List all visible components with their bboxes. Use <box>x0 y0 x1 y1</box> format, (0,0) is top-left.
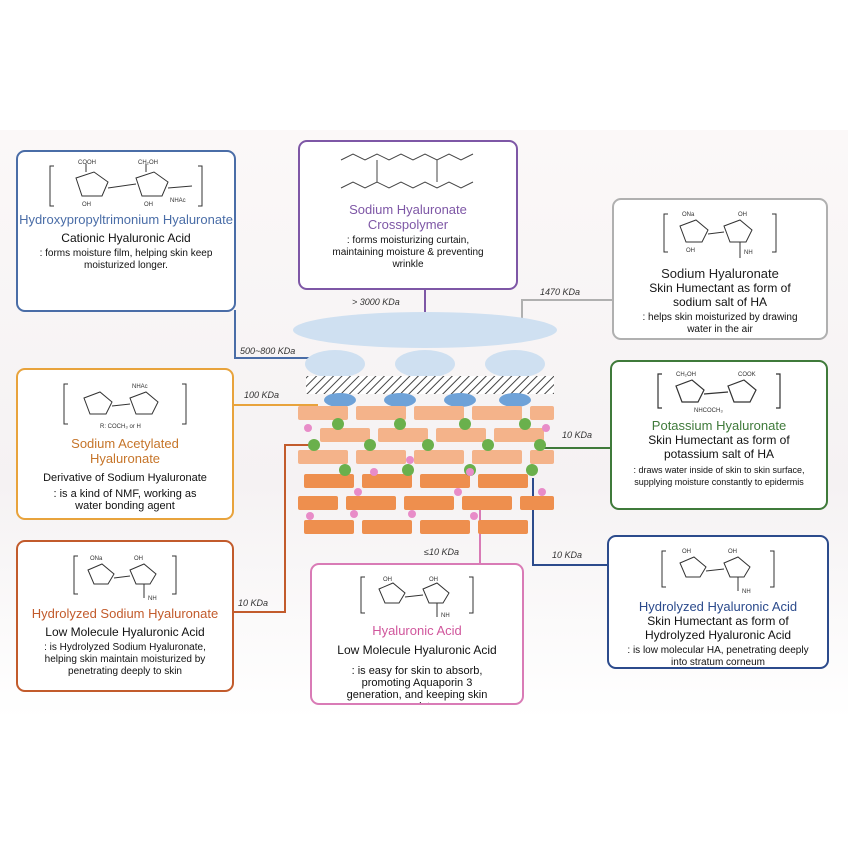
capsule <box>499 393 531 407</box>
svg-text:R: COCH₃ or H: R: COCH₃ or H <box>100 424 141 430</box>
compound-subtitle: Skin Humectant as form of potassium salt… <box>648 433 790 461</box>
compound-subtitle: Low Molecule Hyaluronic Acid <box>337 643 497 657</box>
compound-description: : is Hydrolyzed Sodium Hyaluronate, help… <box>44 642 206 677</box>
compound-name: Hyaluronic Acid <box>372 623 462 638</box>
svg-text:NHAc: NHAc <box>132 384 148 390</box>
compound-name: Sodium Hyaluronate Crosspolymer <box>349 202 467 232</box>
molecule-structure-icon: OH OH NH <box>661 549 775 595</box>
brick-row <box>304 474 528 488</box>
molecule-structure-icon: ONa OH NH <box>73 555 177 602</box>
svg-text:ONa: ONa <box>90 556 103 562</box>
capsule <box>324 393 356 407</box>
compound-name: Potassium Hyaluronate <box>651 418 787 433</box>
compound-name: Sodium Hyaluronate <box>661 266 779 281</box>
card-cationic-hyaluronic-acid: COOH CH₂OH OH OH NHAc Hydroxypropyltrimoniu… <box>16 150 236 312</box>
compound-description: : is easy for skin to absorb, promoting … <box>346 665 488 703</box>
brick-row <box>304 520 528 534</box>
card-sodium-acetylated-hyaluronate: NHAc R: COCH₃ or H Sodium Acetylated Hyal… <box>16 368 234 520</box>
svg-text:CH₂OH: CH₂OH <box>138 160 158 166</box>
svg-text:OH: OH <box>686 248 695 254</box>
compound-name: Sodium Acetylated Hyaluronate <box>71 436 179 466</box>
compound-name: Hydrolyzed Hyaluronic Acid <box>638 599 798 614</box>
svg-text:CH₂OH: CH₂OH <box>676 372 696 378</box>
skin-layer-illustration <box>293 312 557 534</box>
svg-text:OH: OH <box>429 577 438 583</box>
compound-description: : helps skin moisturized by drawing wate… <box>642 312 798 335</box>
svg-text:OH: OH <box>82 202 91 208</box>
compound-name: Hydrolyzed Sodium Hyaluronate <box>31 606 219 621</box>
compound-description: : draws water inside of skin to skin sur… <box>633 465 805 487</box>
svg-text:OH: OH <box>728 549 737 555</box>
moisture-film-droplet <box>485 350 545 378</box>
compound-description: : is a kind of NMF, working as water bon… <box>53 488 197 512</box>
svg-text:OH: OH <box>134 556 143 562</box>
compound-name: Hydroxypropyltrimonium Hyaluronate <box>19 212 233 227</box>
svg-text:NHAc: NHAc <box>170 198 186 204</box>
molecule-structure-icon: CH₂OH COOK NHCOCH₃ <box>657 372 781 414</box>
pink-molecules <box>304 424 550 520</box>
molecule-structure-icon: NHAc R: COCH₃ or H <box>63 383 187 430</box>
brick-row <box>320 428 544 442</box>
moisture-film-droplet <box>395 350 455 378</box>
card-potassium-hyaluronate: CH₂OH COOK NHCOCH₃ Potassium Hyaluronate S… <box>610 360 828 510</box>
moisture-film-droplet <box>305 350 365 378</box>
brick-row <box>298 450 554 464</box>
molecule-structure-icon <box>340 153 474 189</box>
kda-label-crosspolymer: > 3000 KDa <box>352 297 400 307</box>
compound-description: : forms moisture film, helping skin keep… <box>39 248 213 271</box>
molecule-structure-icon: COOH CH₂OH OH OH NHAc <box>49 160 203 208</box>
compound-description: : forms moisturizing curtain, maintainin… <box>332 235 484 270</box>
card-hydrolyzed-sodium-hyaluronate: ONa OH NH Hydrolyzed Sodium Hyaluronate Lo… <box>16 540 234 692</box>
capsule <box>444 393 476 407</box>
svg-text:ONa: ONa <box>682 212 695 218</box>
moisture-film-top <box>293 312 557 348</box>
svg-text:NH: NH <box>148 596 157 602</box>
barrier-layer <box>306 376 554 394</box>
svg-text:COOH: COOH <box>78 160 96 166</box>
svg-text:NH: NH <box>744 250 753 256</box>
svg-text:OH: OH <box>682 549 691 555</box>
kda-label-sodium: 1470 KDa <box>540 287 581 297</box>
svg-text:COOK: COOK <box>738 372 756 378</box>
svg-text:OH: OH <box>144 202 153 208</box>
compound-subtitle: Derivative of Sodium Hyaluronate <box>43 472 207 484</box>
compound-description: : is low molecular HA, penetrating deepl… <box>627 645 809 668</box>
card-hydrolyzed-hyaluronic-acid: OH OH NH Hydrolyzed Hyaluronic Acid Skin H… <box>607 535 829 669</box>
kda-label-hydrolyzed-sodium: 10 KDa <box>238 598 269 608</box>
compound-subtitle: Skin Humectant as form of Hydrolyzed Hya… <box>644 614 792 642</box>
kda-label-hydrolyzed-ha: 10 KDa <box>552 550 583 560</box>
kda-label-potassium: 10 KDa <box>562 430 593 440</box>
svg-text:OH: OH <box>738 212 747 218</box>
svg-text:NHCOCH₃: NHCOCH₃ <box>694 408 723 414</box>
line-hydrolyzed-sodium <box>233 444 312 613</box>
line-cationic <box>234 310 315 359</box>
molecule-structure-icon: OH OH NH <box>360 576 474 619</box>
svg-text:OH: OH <box>383 577 392 583</box>
compound-subtitle: Low Molecule Hyaluronic Acid <box>45 625 205 639</box>
compound-subtitle: Cationic Hyaluronic Acid <box>61 231 191 245</box>
card-hyaluronic-acid: OH OH NH Hyaluronic Acid Low Molecule Hyal… <box>310 563 524 705</box>
green-molecules <box>308 418 546 476</box>
brick-row <box>298 406 554 420</box>
svg-text:NH: NH <box>441 613 450 619</box>
capsule <box>384 393 416 407</box>
kda-label-acetylated: 100 KDa <box>244 390 280 400</box>
brick-row <box>298 496 554 510</box>
svg-text:NH: NH <box>742 589 751 595</box>
compound-subtitle: Skin Humectant as form of sodium salt of… <box>649 281 791 309</box>
kda-label-cationic: 500~800 KDa <box>240 346 296 356</box>
kda-label-hyaluronic: ≤10 KDa <box>424 547 459 557</box>
card-sodium-hyaluronate-crosspolymer: Sodium Hyaluronate Crosspolymer : forms … <box>298 140 518 290</box>
